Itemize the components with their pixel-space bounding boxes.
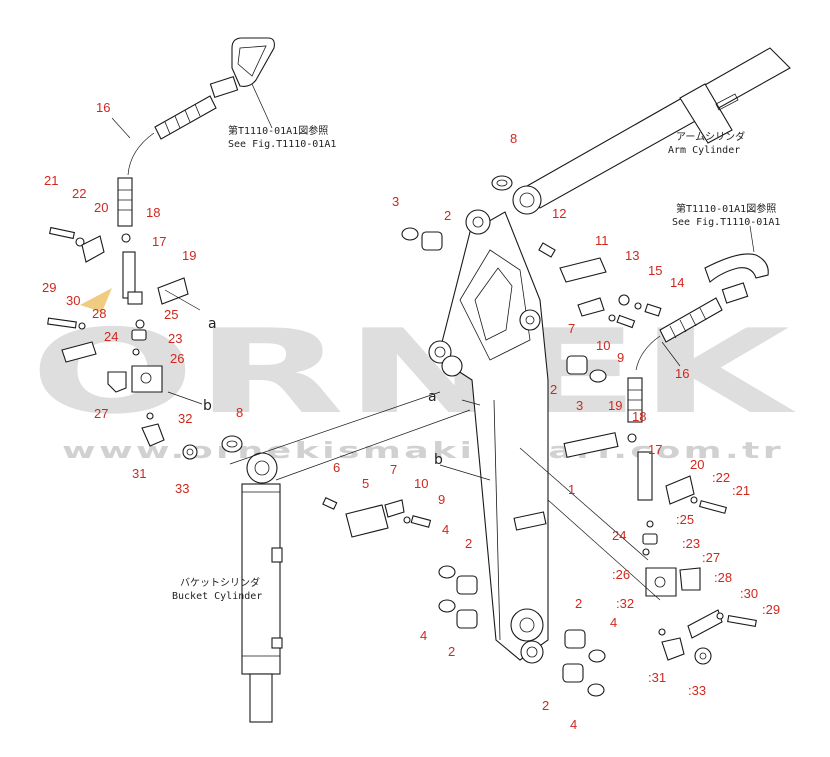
callout-3: 3	[576, 398, 583, 413]
callout-9: 9	[617, 350, 624, 365]
callout-10: 10	[596, 338, 610, 353]
callout-2: 2	[550, 382, 557, 397]
callout-6: 6	[333, 460, 340, 475]
callout-1: 1	[568, 482, 575, 497]
callout-21: 21	[44, 173, 58, 188]
callout-20: 20	[94, 200, 108, 215]
callout-10: 10	[414, 476, 428, 491]
callout-18: 18	[146, 205, 160, 220]
callout-12: 12	[552, 206, 566, 221]
watermark-url: www.ornekismakinalari.com.tr	[62, 439, 784, 464]
callout-24: 24	[612, 528, 626, 543]
callout-ref-26: :26	[612, 567, 630, 582]
top-left-ref-jp: 第T1110-01A1図参照	[228, 124, 328, 137]
callout-19: 19	[608, 398, 622, 413]
callout-16: 16	[675, 366, 689, 381]
callout-2: 2	[448, 644, 455, 659]
callout-27: 27	[94, 406, 108, 421]
callout-9: 9	[438, 492, 445, 507]
callout-25: 25	[164, 307, 178, 322]
callout-11: 11	[595, 233, 609, 248]
callout-8: 8	[510, 131, 517, 146]
callout-2: 2	[444, 208, 451, 223]
right-ref-jp: 第T1110-01A1図参照	[676, 202, 776, 215]
callout-18: 18	[632, 409, 646, 424]
right-fitting-cluster	[627, 433, 757, 665]
callout-16: 16	[96, 100, 110, 115]
letter-a-left: a	[208, 316, 217, 332]
callout-22: 22	[72, 186, 86, 201]
callout-26: 26	[170, 351, 184, 366]
callout-ref-25: :25	[676, 512, 694, 527]
letter-b-left: b	[203, 398, 212, 414]
callout-4: 4	[570, 717, 577, 732]
callout-ref-33: :33	[688, 683, 706, 698]
arm-assembly	[428, 209, 619, 664]
reference-notes: 第T1110-01A1図参照 See Fig.T1110-01A1 第T1110…	[172, 124, 780, 602]
callout-15: 15	[648, 263, 662, 278]
callout-33: 33	[175, 481, 189, 496]
callout-ref-31: :31	[648, 670, 666, 685]
callout-13: 13	[625, 248, 639, 263]
callout-20: 20	[690, 457, 704, 472]
callout-5: 5	[362, 476, 369, 491]
callout-8: 8	[236, 405, 243, 420]
callout-7: 7	[568, 321, 575, 336]
letter-a-arm: a	[428, 389, 437, 405]
callout-ref-27: :27	[702, 550, 720, 565]
arm-cylinder-label-en: Arm Cylinder	[668, 145, 740, 156]
arm-cylinder	[512, 47, 791, 215]
callout-31: 31	[132, 466, 146, 481]
leader-lines	[111, 83, 755, 601]
callout-2: 2	[465, 536, 472, 551]
callout-ref-22: :22	[712, 470, 730, 485]
callout-32: 32	[178, 411, 192, 426]
callout-ref-32: :32	[616, 596, 634, 611]
top-left-ref-en: See Fig.T1110-01A1	[228, 139, 336, 150]
arm-cylinder-label-jp: アームシリンダ	[676, 130, 745, 143]
letter-b-arm: b	[434, 452, 443, 468]
callout-14: 14	[670, 275, 684, 290]
letter-markers: a b a b	[203, 316, 443, 468]
callout-17: 17	[152, 234, 166, 249]
callout-4: 4	[442, 522, 449, 537]
callout-2: 2	[542, 698, 549, 713]
callout-23: 23	[168, 331, 182, 346]
callout-28: 28	[92, 306, 106, 321]
callout-ref-21: :21	[732, 483, 750, 498]
callout-ref-29: :29	[762, 602, 780, 617]
callout-29: 29	[42, 280, 56, 295]
right-hose	[627, 253, 769, 423]
callout-4: 4	[610, 615, 617, 630]
callout-19: 19	[182, 248, 196, 263]
bushings-and-pins	[221, 175, 662, 697]
callout-24: 24	[104, 329, 118, 344]
watermark-logo-mark	[80, 288, 112, 312]
bucket-cylinder-label-en: Bucket Cylinder	[172, 591, 262, 602]
right-ref-en: See Fig.T1110-01A1	[672, 217, 780, 228]
callout-4: 4	[420, 628, 427, 643]
callout-30: 30	[66, 293, 80, 308]
left-fitting-cluster	[47, 226, 198, 460]
bucket-cylinder	[241, 452, 283, 723]
top-left-hose	[117, 37, 275, 227]
callout-ref-23: :23	[682, 536, 700, 551]
callout-ref-28: :28	[714, 570, 732, 585]
bucket-cylinder-label-jp: バケットシリンダ	[180, 576, 260, 589]
callout-3: 3	[392, 194, 399, 209]
callout-ref-30: :30	[740, 586, 758, 601]
callout-7: 7	[390, 462, 397, 477]
callout-17: 17	[648, 442, 662, 457]
callout-2: 2	[575, 596, 582, 611]
